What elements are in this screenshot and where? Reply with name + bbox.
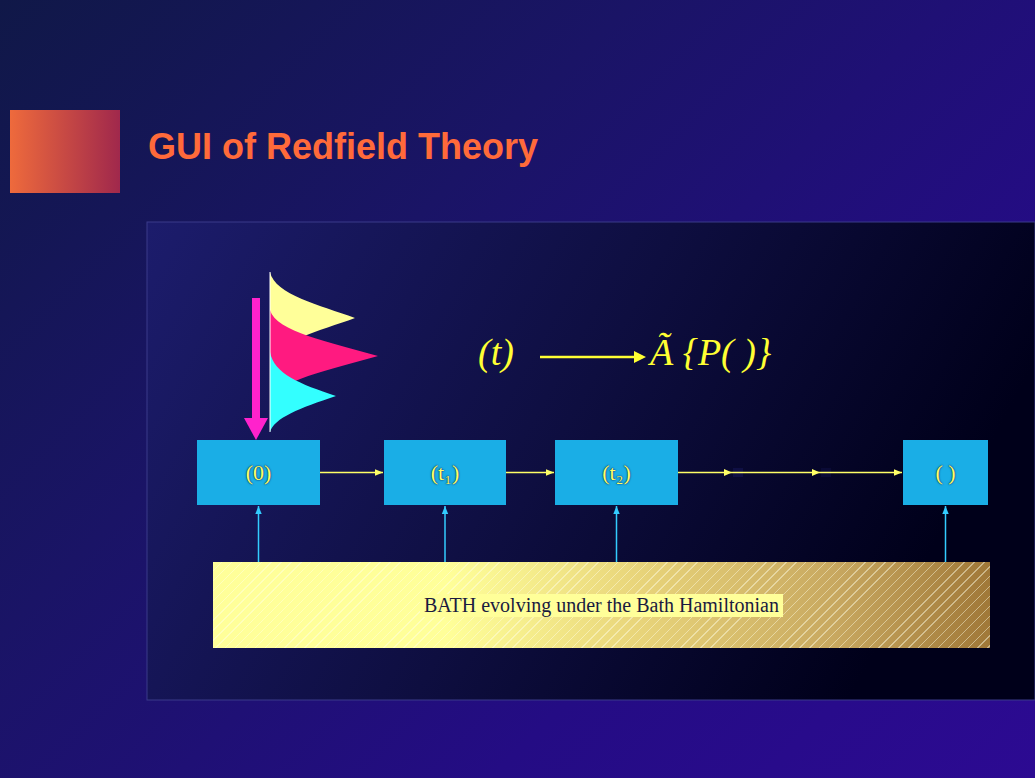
time-arrow (678, 472, 902, 474)
time-arrow (506, 472, 554, 474)
state-box: ( ) (903, 440, 988, 505)
pulse-axis (270, 272, 271, 432)
map-arrow-head (634, 351, 646, 363)
formula-text: Ã {P( )} (650, 330, 771, 374)
bath-band: BATH evolving under the Bath Hamiltonian (213, 562, 990, 648)
state-box: (t₁) (384, 440, 506, 505)
inner-panel (147, 222, 1035, 700)
state-box: (t₂) (555, 440, 678, 505)
node-text: ( ) (935, 460, 955, 486)
pulse-cyan (270, 352, 336, 432)
pulse-arrow (252, 298, 260, 420)
node-text: BATH evolving under the Bath Hamiltonian (420, 594, 783, 617)
accent-square (10, 110, 120, 193)
chain-arrow-head (724, 469, 732, 476)
chain-gap (733, 468, 743, 477)
formula-text: (t) (478, 330, 514, 374)
coupling-arrow (945, 506, 947, 562)
time-arrow (320, 472, 383, 474)
node-text: (t₁) (431, 460, 459, 486)
chain-arrow-head (812, 469, 820, 476)
node-text: (t₂) (602, 460, 630, 486)
chain-gap (821, 468, 831, 477)
state-box: (0) (197, 440, 320, 505)
coupling-arrow (258, 506, 260, 562)
pulse-arrow-head (244, 418, 268, 440)
coupling-arrow (444, 506, 446, 562)
slide-title: GUI of Redfield Theory (148, 126, 538, 168)
coupling-arrow (616, 506, 618, 562)
map-arrow (540, 356, 636, 359)
node-text: (0) (246, 460, 272, 486)
